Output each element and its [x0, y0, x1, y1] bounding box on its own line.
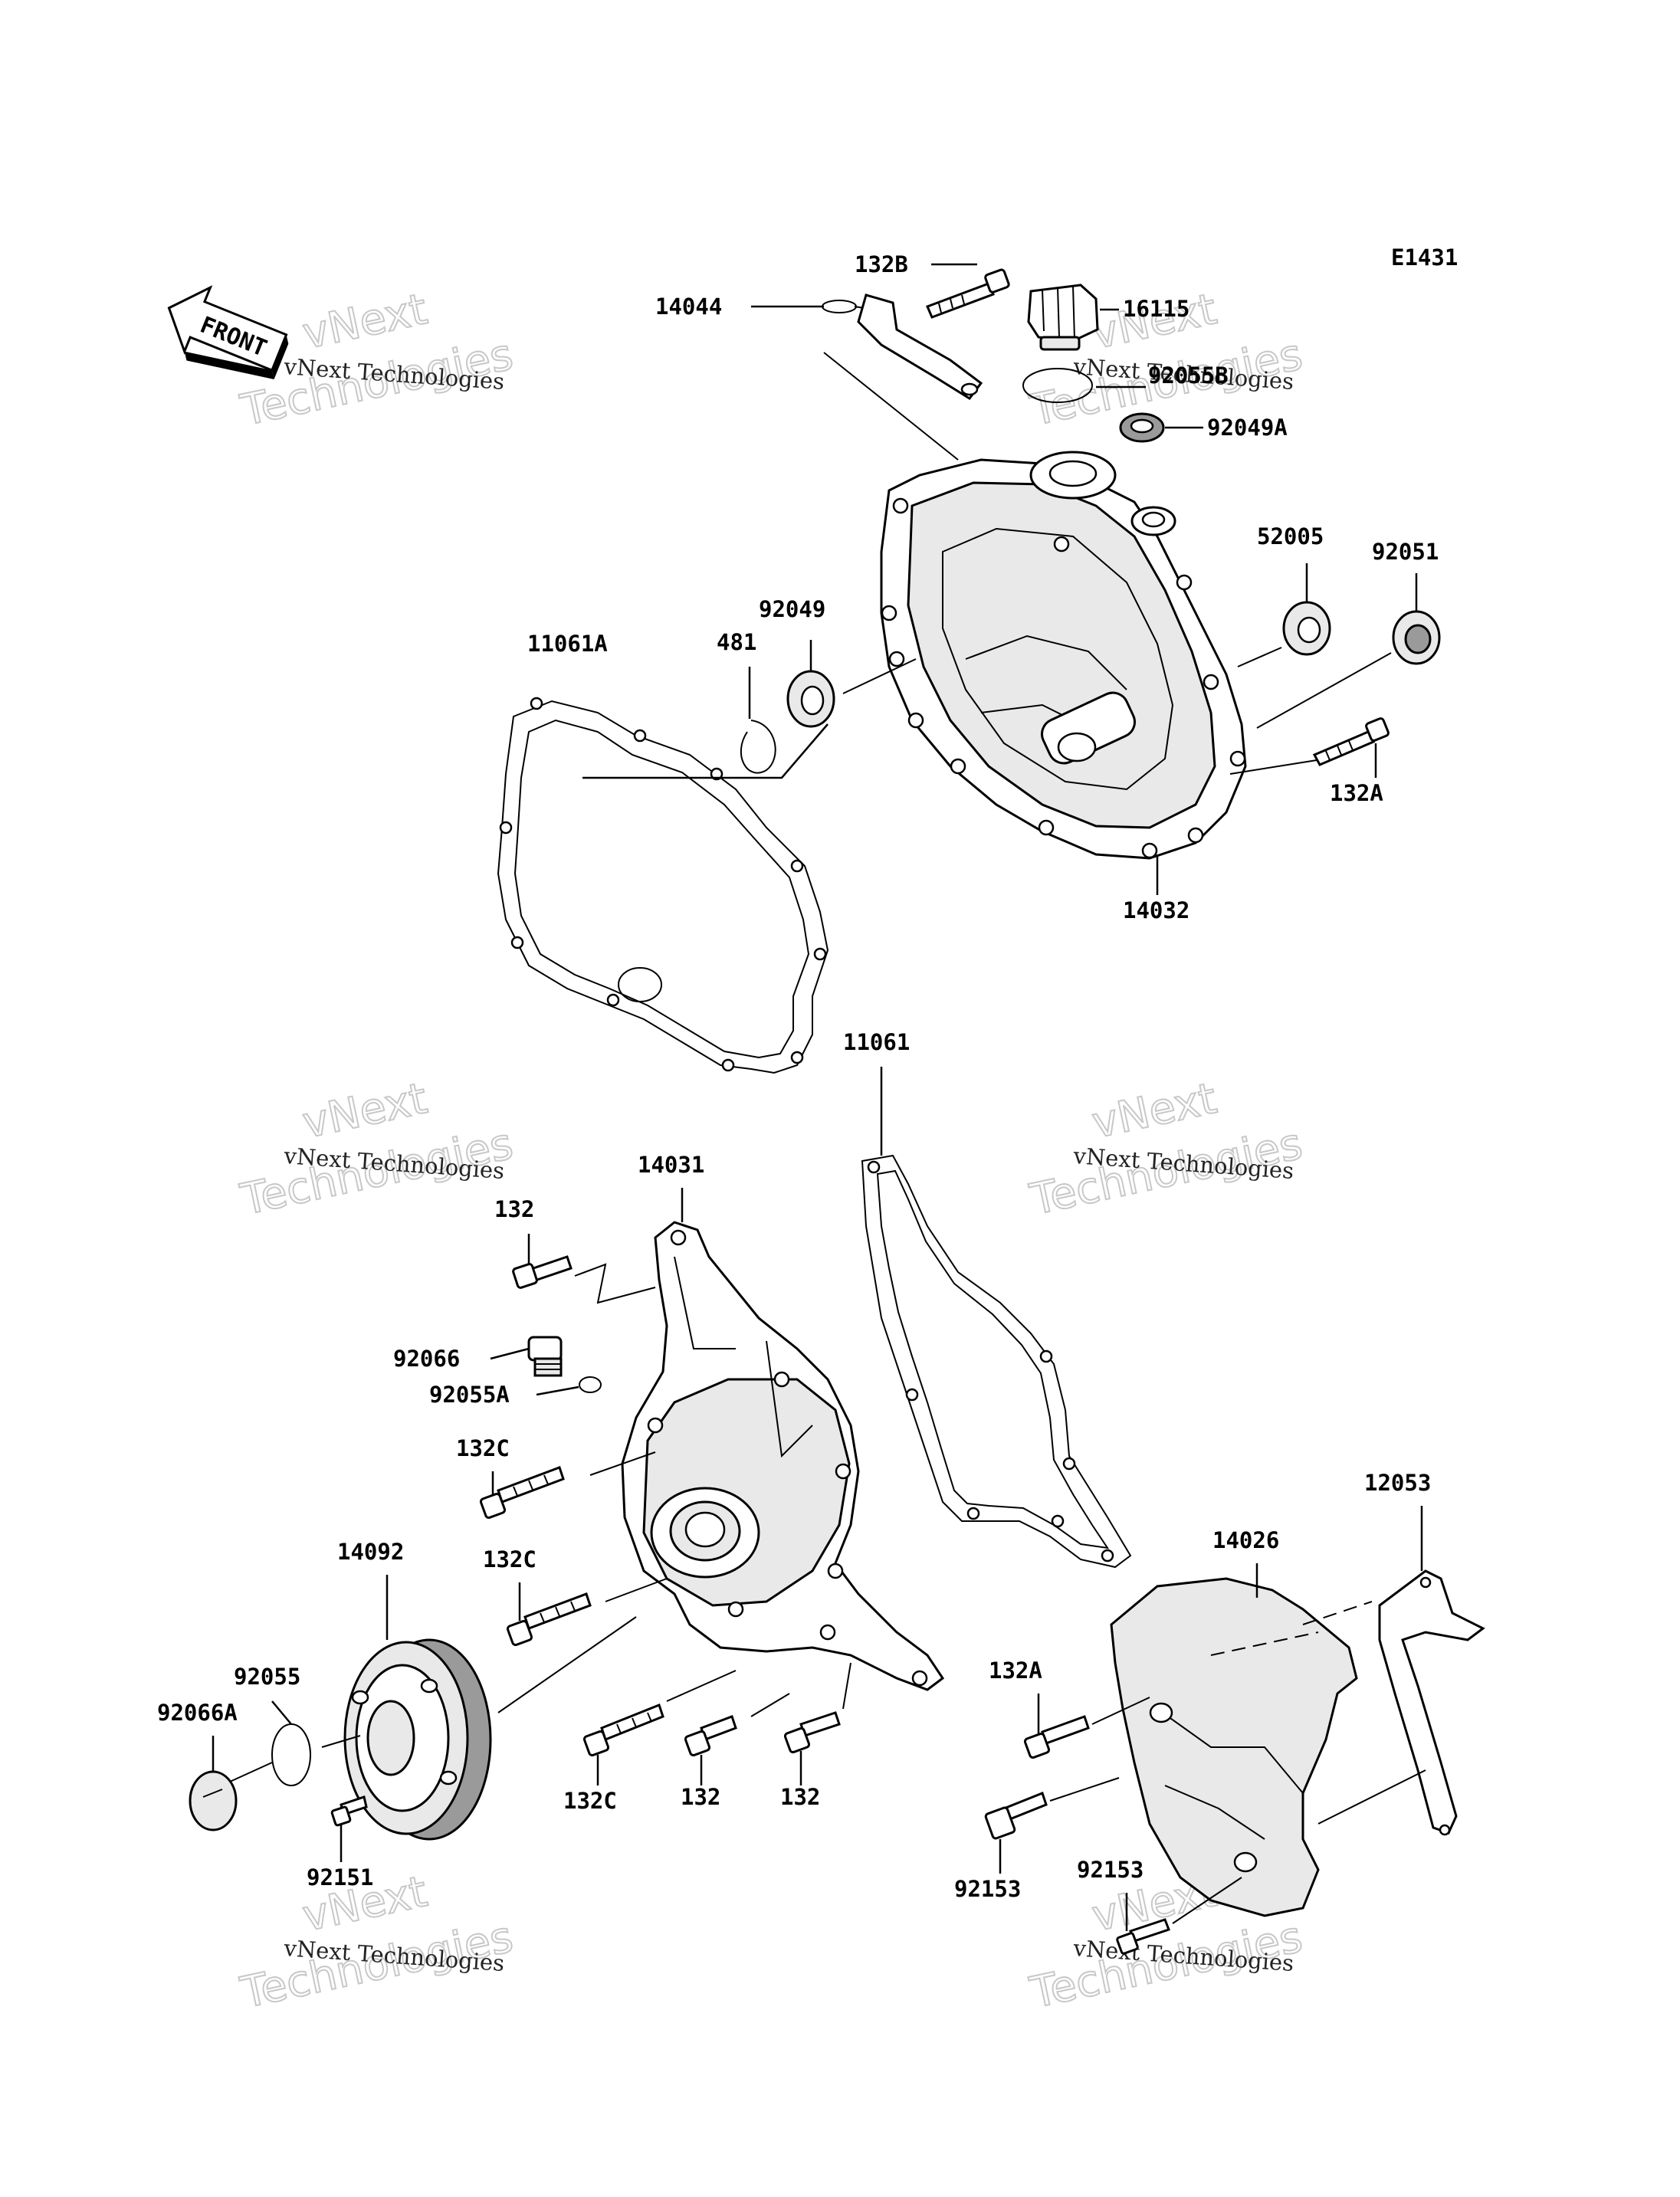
label-14026: 14026 [1212, 1527, 1279, 1553]
label-92066: 92066 [393, 1346, 460, 1372]
label-92055a: 92055A [429, 1382, 510, 1408]
bearing-52005 [1282, 601, 1331, 656]
watermark-bottom-left: vNext Technologies vNext Technologies [235, 1866, 517, 2019]
clutch-cover-14032 [880, 451, 1247, 860]
watermark-mark: vNext [298, 1074, 431, 1149]
o-ring-92055 [271, 1723, 311, 1786]
label-92151: 92151 [307, 1864, 373, 1890]
label-132-bottom-a: 132 [681, 1784, 720, 1810]
label-14031: 14031 [638, 1152, 704, 1178]
label-92055b: 92055B [1148, 362, 1229, 389]
label-132c-c: 132C [563, 1788, 617, 1814]
watermark-mark: vNext [298, 284, 431, 359]
o-ring-92055a [579, 1376, 602, 1393]
plug-92066 [527, 1336, 563, 1377]
label-132c-b: 132C [483, 1546, 536, 1572]
bolt-132c-a [479, 1466, 565, 1520]
label-11061: 11061 [843, 1029, 910, 1055]
generator-cover-14031 [621, 1221, 945, 1691]
label-52005: 52005 [1257, 523, 1324, 549]
bolt-132c-c [582, 1703, 664, 1757]
watermark-mid-right: vNext Technologies vNext Technologies [1025, 1073, 1307, 1226]
label-14044: 14044 [655, 293, 722, 320]
label-132-top: 132 [494, 1196, 534, 1222]
o-ring-92055b [1022, 368, 1093, 403]
oil-seal-92049a [1119, 412, 1165, 443]
label-92153-b: 92153 [1077, 1857, 1144, 1883]
label-16115: 16115 [1123, 296, 1189, 322]
front-arrow-icon: FRONT [167, 285, 289, 380]
label-14032: 14032 [1123, 897, 1189, 923]
label-92049a: 92049A [1207, 415, 1288, 441]
label-132c-a: 132C [456, 1435, 510, 1461]
label-92051: 92051 [1372, 539, 1439, 565]
circlip-481 [740, 720, 776, 774]
bolt-132c-b [506, 1592, 592, 1647]
cover-14092 [343, 1638, 492, 1841]
bolt-132a-top [1312, 717, 1390, 766]
bolt-132-bottom-b [783, 1711, 841, 1754]
bolt-92153-b [1116, 1918, 1170, 1955]
label-481: 481 [717, 629, 756, 655]
leader-lines [212, 263, 1426, 1931]
label-132a-bottom: 132A [989, 1658, 1042, 1684]
label-92153-a: 92153 [954, 1876, 1021, 1902]
oil-seal-92051 [1392, 610, 1441, 665]
label-92055: 92055 [234, 1664, 300, 1690]
gasket-11061 [861, 1154, 1132, 1569]
label-12053: 12053 [1364, 1470, 1431, 1496]
bracket-12053 [1378, 1569, 1485, 1836]
gasket-11061a [497, 697, 829, 1074]
label-132b: 132B [855, 251, 908, 277]
label-14092: 14092 [337, 1539, 404, 1565]
cover-14026 [1110, 1577, 1358, 1917]
diagram-code: E1431 [1391, 244, 1458, 271]
bolt-132-bottom-a [684, 1715, 737, 1757]
bolt-92153-a [984, 1792, 1048, 1840]
oil-seal-92049 [786, 670, 835, 728]
watermark-mark: vNext [1088, 1074, 1221, 1149]
lever-14044 [822, 293, 983, 400]
part-labels: 132B 14044 16115 92055B 92049A 52005 920… [157, 251, 1439, 1902]
bolt-132-top [512, 1255, 573, 1289]
label-132a-top: 132A [1330, 780, 1383, 806]
bolt-132b [926, 268, 1010, 319]
oil-filler-cap-16115 [1027, 284, 1099, 351]
cap-92066a [189, 1770, 238, 1831]
label-11061a: 11061A [527, 631, 608, 657]
bolt-92151 [330, 1795, 368, 1827]
label-132-bottom-b: 132 [780, 1784, 820, 1810]
label-92049: 92049 [759, 596, 825, 622]
label-92066a: 92066A [157, 1700, 238, 1726]
bolt-132a-bottom [1023, 1715, 1090, 1759]
watermark-mid-left: vNext Technologies vNext Technologies [235, 1073, 517, 1226]
